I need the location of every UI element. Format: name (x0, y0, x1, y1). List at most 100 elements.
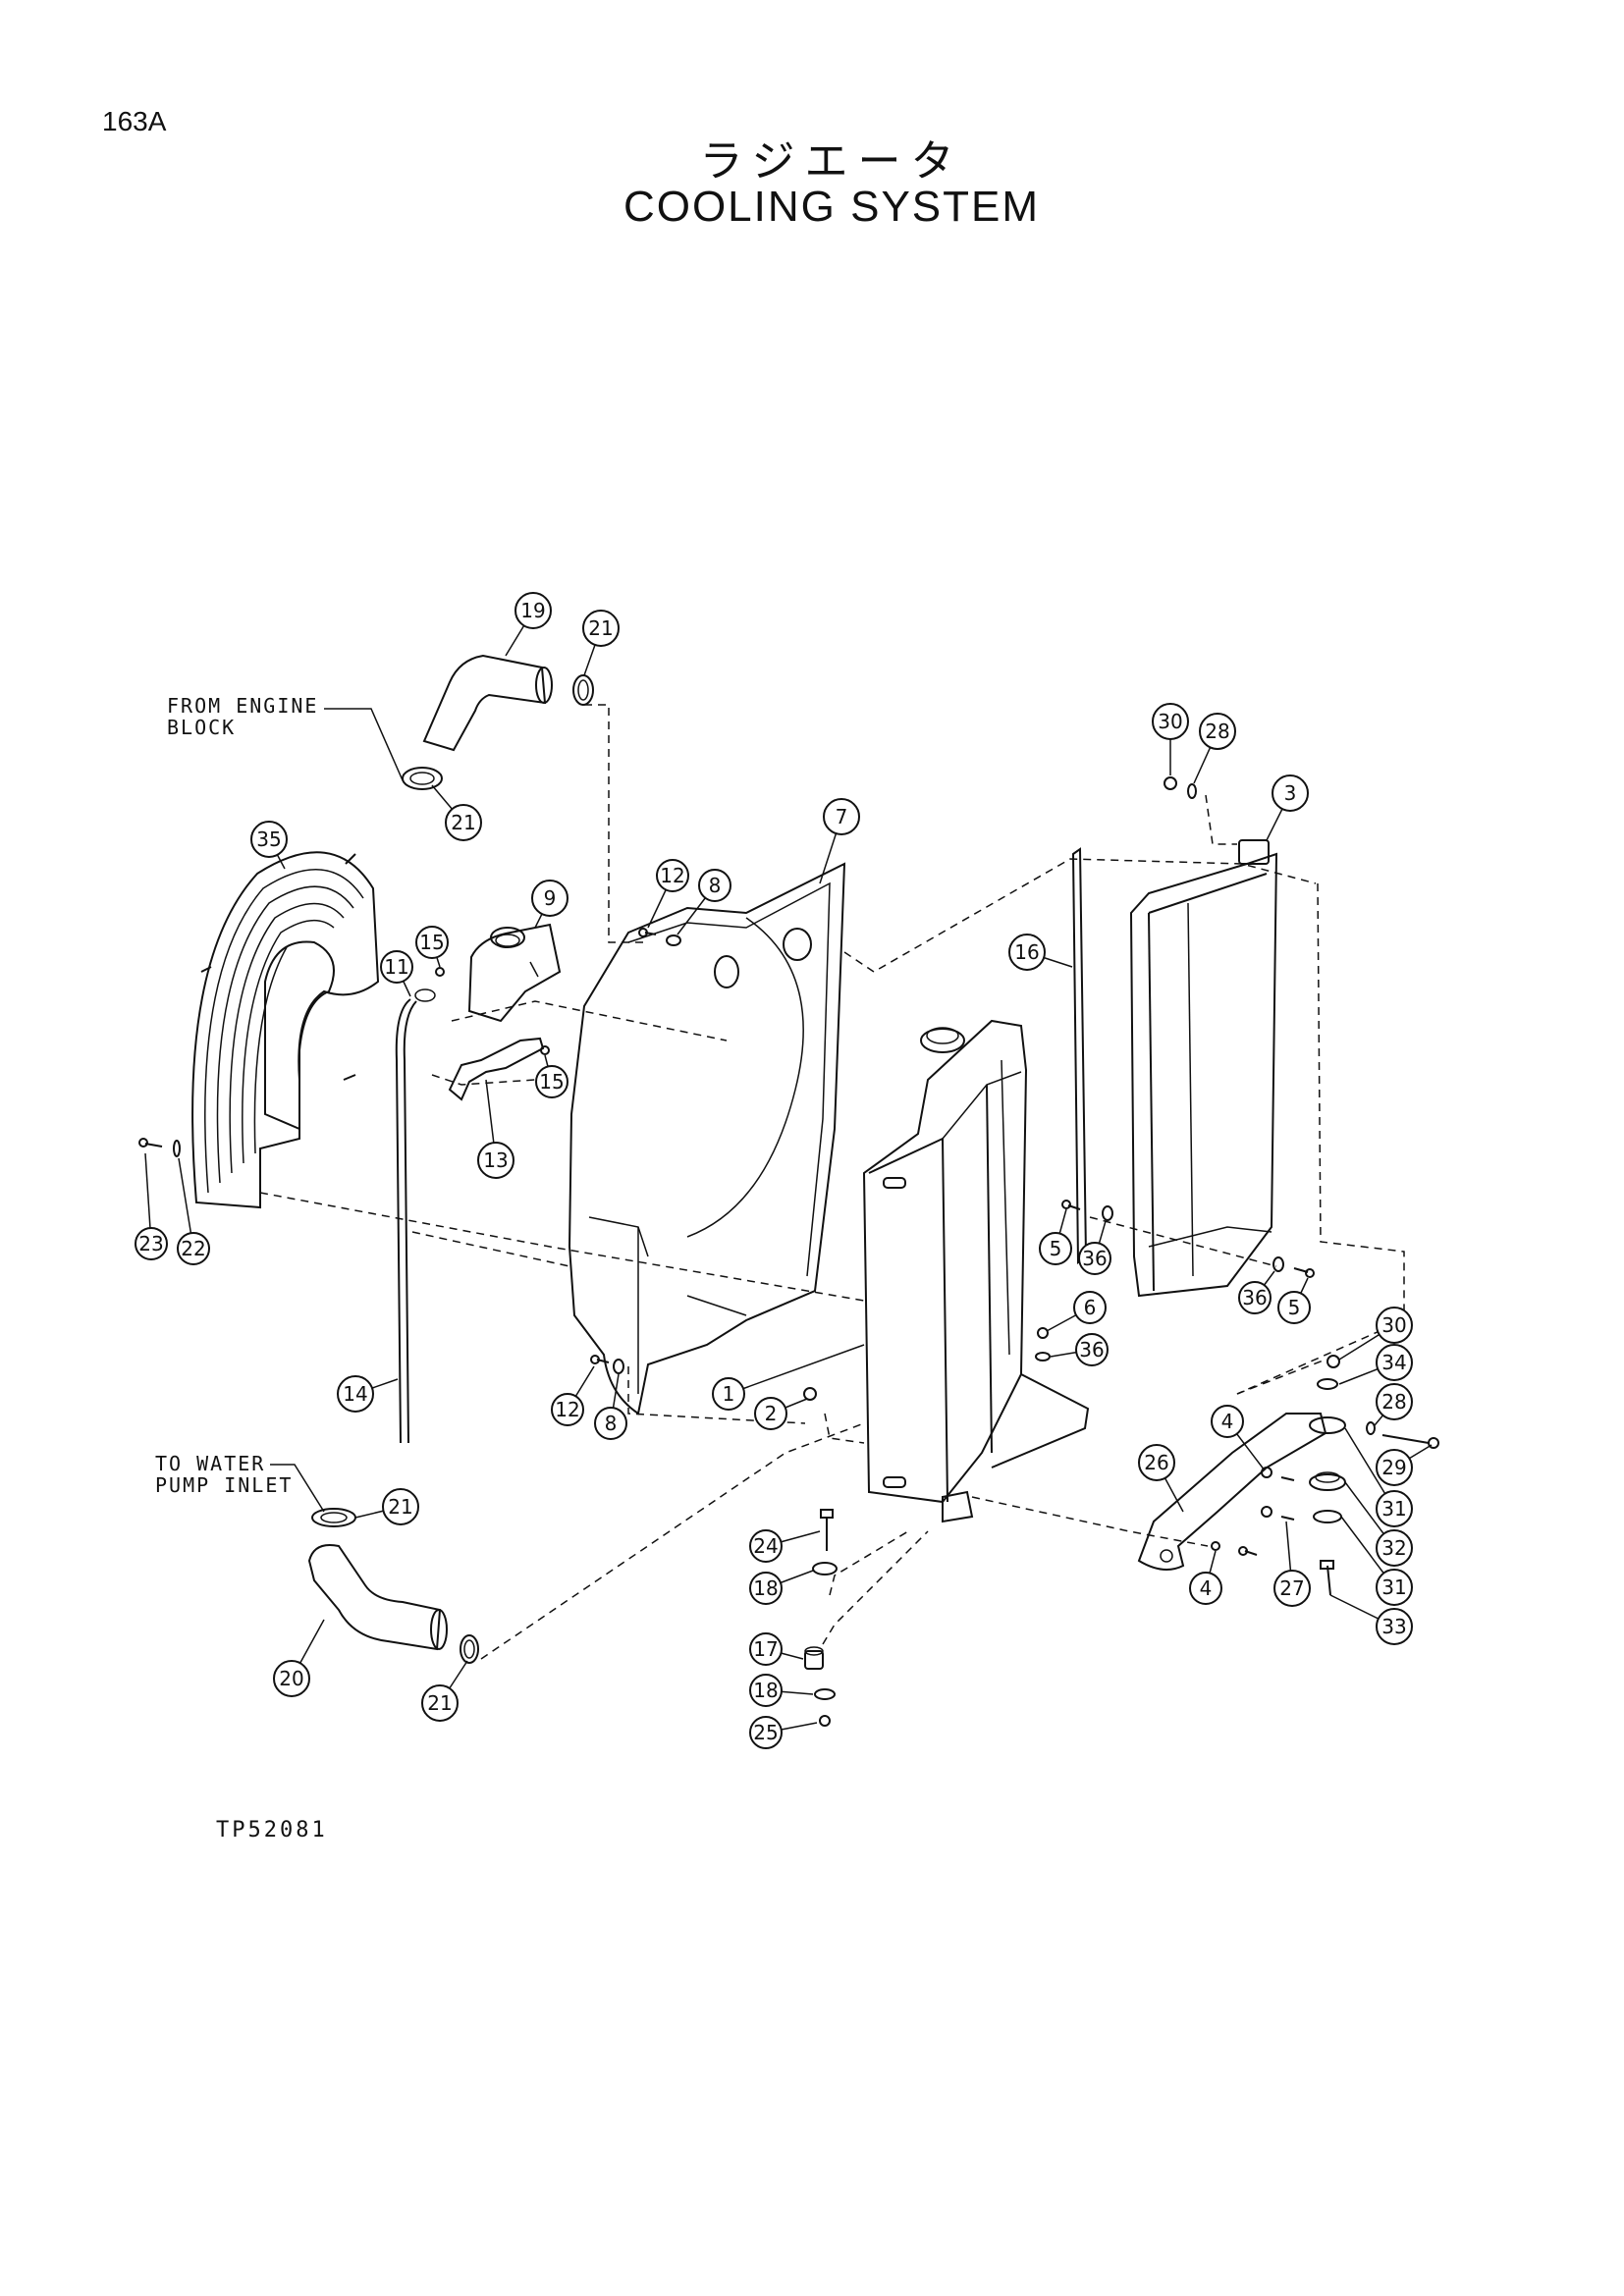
bolt (1280, 1516, 1295, 1521)
drain-plug (803, 1387, 817, 1401)
callout-21: 21 (354, 1488, 419, 1525)
callout-number: 29 (1381, 1456, 1406, 1479)
callout-17: 17 (749, 1632, 804, 1666)
bolt (1280, 1476, 1295, 1481)
callout-balloon (1376, 1344, 1413, 1381)
callout-number: 32 (1381, 1536, 1406, 1560)
hose-clamp (572, 674, 594, 706)
reserve-tank (467, 923, 562, 1023)
callout-31: 31 (1344, 1427, 1413, 1527)
callout-number: 21 (427, 1691, 452, 1715)
callout-3: 3 (1266, 774, 1309, 841)
bolt (1037, 1327, 1049, 1339)
callout-balloon (551, 1393, 584, 1426)
callout-1: 1 (712, 1344, 865, 1411)
callout-19: 19 (505, 592, 552, 657)
callout-14: 14 (337, 1375, 399, 1413)
rubber-mount (1309, 1471, 1346, 1491)
callout-number: 28 (1205, 720, 1229, 743)
callout-number: 14 (343, 1382, 367, 1406)
callout-balloon (1078, 1242, 1111, 1275)
callout-balloon (1277, 1291, 1311, 1324)
callout-13: 13 (477, 1079, 514, 1179)
callout-balloon (749, 1716, 783, 1749)
callout-11: 11 (380, 950, 413, 997)
callout-balloon (1376, 1490, 1413, 1527)
overflow-hose (395, 988, 436, 1444)
callout-balloon (531, 880, 568, 917)
callout-number: 6 (1084, 1296, 1097, 1319)
callout-21: 21 (582, 610, 620, 676)
callout-5: 5 (1277, 1277, 1311, 1324)
mounting-bracket (1137, 1413, 1327, 1571)
callout-balloon (477, 1142, 514, 1179)
callout-number: 36 (1242, 1286, 1267, 1309)
callout-balloon (1008, 934, 1046, 971)
callout-number: 23 (138, 1232, 163, 1255)
callout-balloon (380, 950, 413, 984)
callout-21: 21 (421, 1660, 468, 1722)
callout-number: 28 (1381, 1390, 1406, 1414)
callout-32: 32 (1344, 1481, 1413, 1567)
callout-22: 22 (177, 1157, 210, 1265)
callout-33: 33 (1329, 1594, 1413, 1645)
callout-number: 21 (388, 1495, 412, 1519)
callout-12: 12 (647, 859, 689, 929)
callout-6: 6 (1046, 1291, 1107, 1332)
washer (1317, 1378, 1338, 1390)
callout-balloon (749, 1529, 783, 1563)
nut (1261, 1506, 1272, 1518)
callout-25: 25 (749, 1716, 818, 1749)
fan-guard (191, 851, 380, 1209)
bolt (1320, 1560, 1334, 1596)
callout-36: 36 (1238, 1270, 1275, 1314)
callout-number: 35 (256, 828, 281, 851)
callout-balloon (1376, 1529, 1413, 1567)
callout-15: 15 (415, 926, 449, 968)
callout-balloon (382, 1488, 419, 1525)
note-leader (324, 708, 404, 781)
bolt (1381, 1434, 1439, 1449)
callout-number: 34 (1381, 1351, 1406, 1374)
callout-balloon (177, 1232, 210, 1265)
lock-washer (1366, 1421, 1376, 1435)
callout-balloon (1138, 1444, 1175, 1481)
callout-balloon (698, 869, 731, 902)
note-leader (270, 1464, 325, 1513)
callout-23: 23 (135, 1152, 168, 1260)
callout-balloon (712, 1377, 745, 1411)
callout-34: 34 (1338, 1344, 1413, 1385)
drawing-number: TP52081 (216, 1818, 328, 1842)
callout-balloon (582, 610, 620, 647)
callout-7: 7 (819, 798, 860, 884)
callout-number: 7 (836, 805, 848, 828)
callout-18: 18 (749, 1570, 814, 1605)
callout-number: 15 (419, 931, 444, 954)
callout-balloon (273, 1660, 310, 1697)
callout-balloon (1039, 1232, 1072, 1265)
callout-number: 11 (384, 955, 408, 979)
callout-number: 19 (520, 599, 545, 622)
callout-number: 30 (1381, 1313, 1406, 1337)
note-from-engine-block: FROM ENGINE BLOCK (167, 694, 319, 739)
callout-balloon (1376, 1569, 1413, 1606)
callout-balloon (1189, 1572, 1222, 1605)
callout-number: 20 (279, 1667, 303, 1690)
callout-balloon (1211, 1405, 1244, 1438)
tank-bracket (448, 1037, 545, 1101)
callout-balloon (421, 1684, 459, 1722)
callout-36: 36 (1050, 1333, 1109, 1366)
callout-balloon (1376, 1608, 1413, 1645)
callout-8: 8 (677, 869, 731, 935)
washer (1272, 1256, 1284, 1272)
callout-number: 16 (1014, 940, 1039, 964)
callout-number: 4 (1221, 1410, 1234, 1433)
callout-number: 25 (753, 1721, 778, 1744)
lower-radiator-hose (307, 1544, 448, 1651)
callout-balloon (1199, 713, 1236, 750)
callout-30: 30 (1152, 703, 1189, 775)
washer (1313, 1510, 1342, 1523)
callout-number: 12 (555, 1398, 579, 1421)
callout-number: 8 (605, 1412, 618, 1435)
